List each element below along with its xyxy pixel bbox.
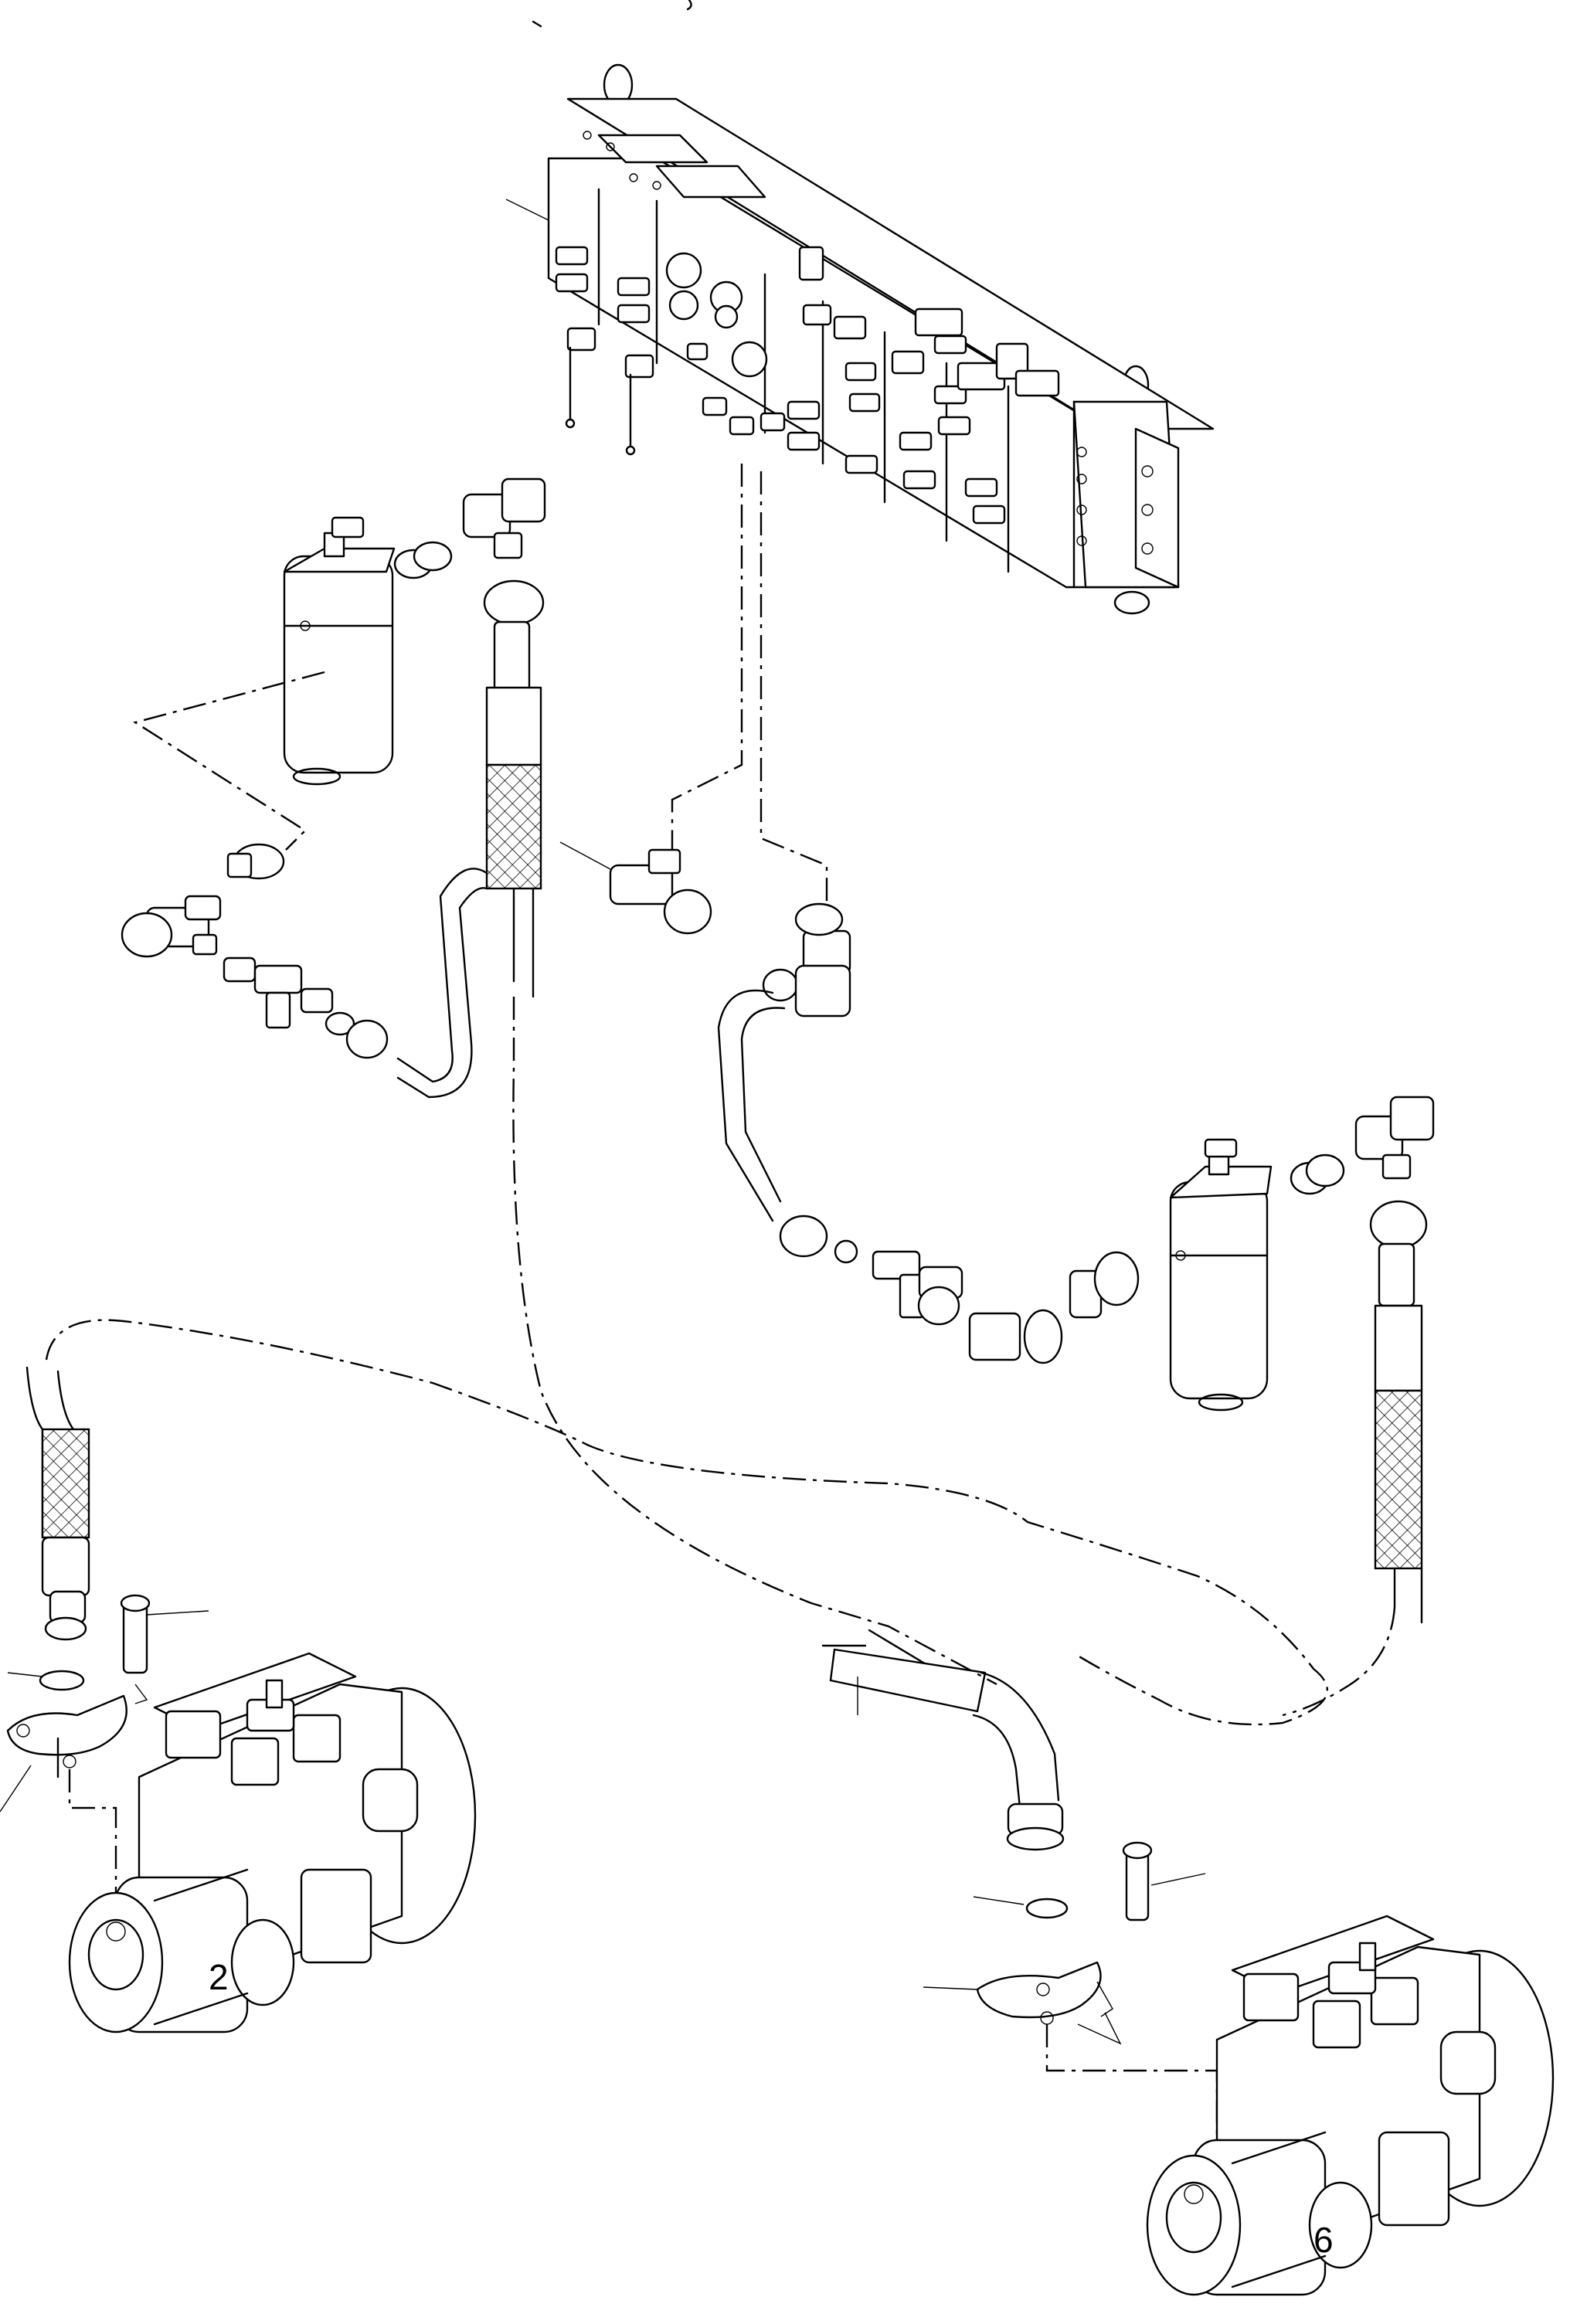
right-fitting-chain bbox=[717, 902, 1140, 1364]
filter-right-fittings bbox=[1290, 1096, 1435, 1195]
right-oring bbox=[973, 1896, 1069, 1919]
filter-left bbox=[283, 516, 396, 786]
hose-vertical-right bbox=[1369, 1200, 1428, 1624]
right-hose-elbow bbox=[821, 1629, 1065, 1851]
left-bolt bbox=[120, 1594, 209, 1674]
right-bolt bbox=[1122, 1841, 1206, 1921]
callout-2: 2 bbox=[209, 1957, 229, 1997]
right-pump-assembly: 6 bbox=[1045, 1915, 1555, 2296]
filter-right bbox=[1169, 1138, 1273, 1412]
connection-lines bbox=[45, 464, 1396, 1726]
right-flange bbox=[923, 1961, 1122, 2045]
left-flange bbox=[0, 1684, 148, 1813]
callout-6: 6 bbox=[1313, 2220, 1334, 2260]
left-oring bbox=[7, 1670, 85, 1691]
fitting-chain-left bbox=[121, 843, 488, 1099]
top-marks bbox=[532, 0, 692, 28]
center-fitting bbox=[559, 841, 712, 935]
filter-left-fittings bbox=[393, 477, 546, 579]
left-hose bbox=[25, 1366, 90, 1641]
control-valve-block bbox=[505, 63, 1215, 615]
hose-vertical-left bbox=[483, 579, 545, 998]
left-pump-assembly: 2 bbox=[68, 1652, 477, 2034]
